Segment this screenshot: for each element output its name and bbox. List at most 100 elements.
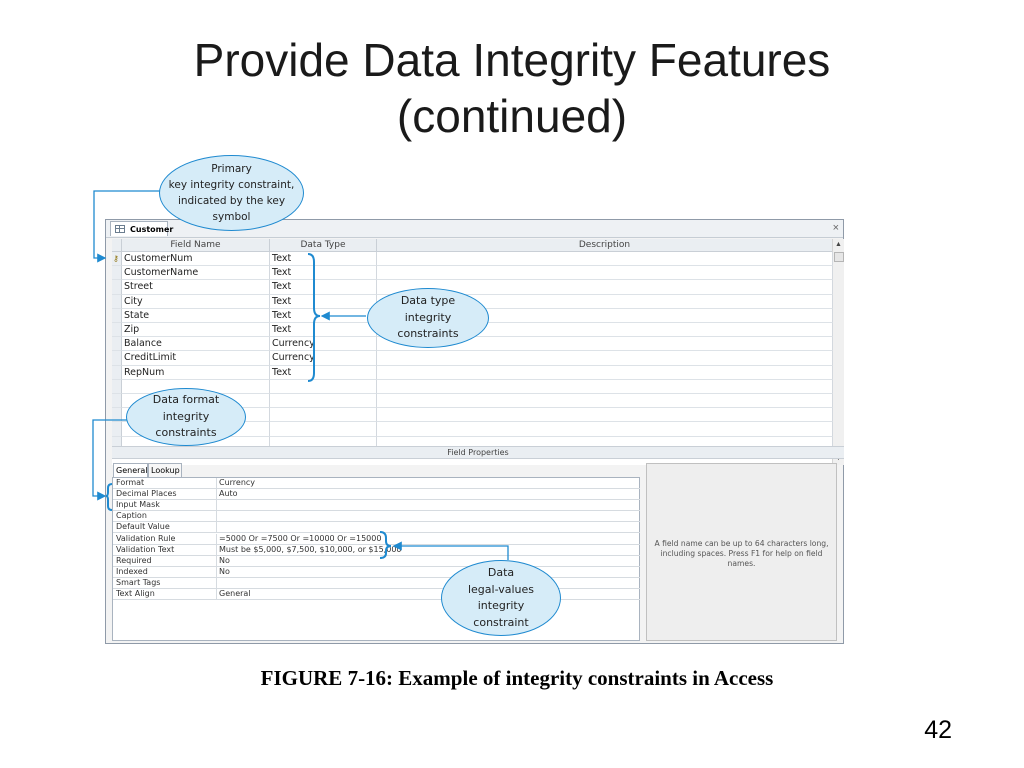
property-row[interactable]: Decimal Places Auto xyxy=(113,489,640,501)
row-selector[interactable] xyxy=(112,323,122,338)
data-type-cell[interactable] xyxy=(270,408,377,423)
data-type-cell[interactable]: Text xyxy=(270,266,377,281)
description-cell[interactable] xyxy=(377,308,833,323)
column-header-field-name[interactable]: Field Name xyxy=(122,239,270,252)
row-selector[interactable] xyxy=(112,280,122,295)
tab-general[interactable]: General xyxy=(113,463,148,478)
description-cell[interactable] xyxy=(377,252,833,267)
tab-lookup[interactable]: Lookup xyxy=(148,463,182,477)
property-name: Smart Tags xyxy=(116,577,161,587)
property-name: Decimal Places xyxy=(116,489,177,499)
row-selector[interactable] xyxy=(112,266,122,281)
property-row[interactable]: Validation Text Must be $5,000, $7,500, $… xyxy=(113,544,640,556)
property-value[interactable]: General xyxy=(216,589,638,600)
property-name: Input Mask xyxy=(116,500,160,510)
description-cell[interactable] xyxy=(377,351,833,366)
row-selector[interactable] xyxy=(112,422,122,437)
row-selector[interactable] xyxy=(112,365,122,380)
description-cell[interactable] xyxy=(377,365,833,380)
description-cell[interactable] xyxy=(377,280,833,295)
field-name-cell[interactable]: CreditLimit xyxy=(122,351,270,366)
data-type-cell[interactable]: Text xyxy=(270,280,377,295)
property-value[interactable]: Currency xyxy=(216,478,638,489)
row-selector[interactable] xyxy=(112,379,122,394)
data-type-cell[interactable]: Currency xyxy=(270,337,377,352)
scroll-up-icon[interactable]: ▲ xyxy=(835,241,842,248)
description-cell[interactable] xyxy=(377,266,833,281)
row-selector[interactable] xyxy=(112,294,122,309)
description-cell[interactable] xyxy=(377,408,833,423)
row-selector[interactable] xyxy=(112,351,122,366)
field-name-cell[interactable]: Zip xyxy=(122,323,270,338)
data-type-cell[interactable]: Text xyxy=(270,252,377,267)
data-type-cell[interactable]: Text xyxy=(270,365,377,380)
data-type-cell[interactable] xyxy=(270,394,377,409)
field-name-cell[interactable]: City xyxy=(122,294,270,309)
property-value[interactable]: =5000 Or =7500 Or =10000 Or =15000 xyxy=(216,533,638,544)
property-row[interactable]: Smart Tags xyxy=(113,577,640,589)
field-name-cell[interactable]: RepNum xyxy=(122,365,270,380)
row-selector[interactable] xyxy=(112,308,122,323)
data-type-cell[interactable] xyxy=(270,379,377,394)
property-value[interactable]: Must be $5,000, $7,500, $10,000, or $15,… xyxy=(216,544,638,555)
row-selector[interactable] xyxy=(112,408,122,423)
scroll-thumb[interactable] xyxy=(834,252,844,262)
property-value[interactable]: No xyxy=(216,555,638,566)
property-value[interactable]: Auto xyxy=(216,489,638,500)
property-value[interactable] xyxy=(216,500,638,511)
property-name: Validation Rule xyxy=(116,533,176,543)
table-icon xyxy=(115,225,125,233)
field-help-pane: A field name can be up to 64 characters … xyxy=(646,463,837,641)
field-name-cell[interactable]: Balance xyxy=(122,337,270,352)
description-cell[interactable] xyxy=(377,422,833,437)
property-row[interactable]: Default Value xyxy=(113,522,640,534)
column-header-data-type[interactable]: Data Type xyxy=(270,239,377,252)
property-name: Validation Text xyxy=(116,544,175,554)
page-number: 42 xyxy=(924,716,952,744)
slide-title-line-1: Provide Data Integrity Features xyxy=(193,34,831,86)
property-value[interactable]: No xyxy=(216,566,638,577)
close-icon[interactable]: × xyxy=(832,222,839,234)
property-row[interactable]: Caption xyxy=(113,511,640,523)
description-cell[interactable] xyxy=(377,379,833,394)
row-selector[interactable] xyxy=(112,337,122,352)
property-value[interactable] xyxy=(216,522,638,533)
row-selector[interactable]: ⚷ xyxy=(112,252,122,267)
property-row[interactable]: Input Mask xyxy=(113,500,640,512)
legal-values-callout: Data legal-values integrity constraint xyxy=(441,560,561,636)
primary-key-callout: Primary key integrity constraint, indica… xyxy=(159,155,304,231)
data-format-brace xyxy=(105,483,113,511)
description-cell[interactable] xyxy=(377,294,833,309)
field-name-cell[interactable]: CustomerNum xyxy=(122,252,270,267)
row-selector-header xyxy=(112,239,122,252)
property-row[interactable]: Validation Rule =5000 Or =7500 Or =10000 … xyxy=(113,533,640,545)
property-value[interactable] xyxy=(216,577,638,588)
data-type-cell[interactable] xyxy=(270,422,377,437)
row-selector[interactable] xyxy=(112,394,122,409)
field-name-cell[interactable]: Street xyxy=(122,280,270,295)
description-cell[interactable] xyxy=(377,323,833,338)
property-name: Default Value xyxy=(116,522,170,532)
data-type-brace xyxy=(307,253,321,382)
data-type-cell[interactable]: Currency xyxy=(270,351,377,366)
description-cell[interactable] xyxy=(377,337,833,352)
legal-values-brace xyxy=(379,531,392,559)
property-value[interactable] xyxy=(216,511,638,522)
field-name-cell[interactable]: State xyxy=(122,308,270,323)
document-tab-customer[interactable]: Customer xyxy=(110,221,173,236)
field-name-cell[interactable]: CustomerName xyxy=(122,266,270,281)
description-cell[interactable] xyxy=(377,394,833,409)
